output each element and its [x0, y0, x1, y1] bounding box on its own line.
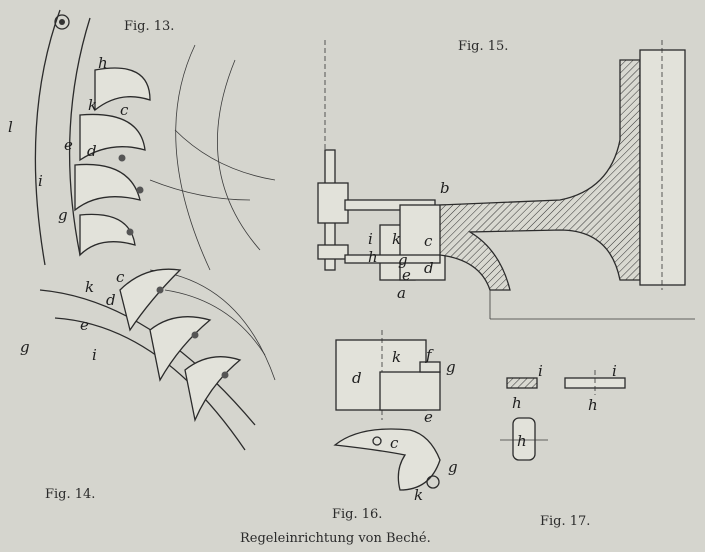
label: g	[20, 338, 30, 356]
label: a	[397, 284, 406, 302]
label: g	[398, 251, 408, 269]
fig-15-title: Fig. 15.	[458, 39, 508, 54]
fig-17-title: Fig. 17.	[540, 514, 590, 529]
figure-13: Fig. 13. h k c l e d i g	[8, 9, 276, 271]
label: d	[352, 369, 362, 387]
fig-13-title: Fig. 13.	[124, 19, 174, 34]
label: d	[87, 142, 97, 160]
label: d	[106, 291, 116, 309]
label: e	[424, 408, 433, 426]
label: c	[390, 434, 399, 452]
label: g	[448, 458, 458, 476]
figure-15: Fig. 15. b i k c h g e d a	[317, 39, 695, 320]
label: h	[588, 396, 598, 414]
figure-16: Fig. 16. k f g d e c g k	[332, 330, 458, 522]
label: c	[116, 268, 125, 286]
label: f	[425, 346, 434, 364]
label: k	[392, 348, 401, 366]
label: k	[85, 278, 94, 296]
caption: Regeleinrichtung von Beché.	[240, 531, 431, 546]
label: i	[368, 230, 373, 248]
label: i	[38, 172, 43, 190]
label: k	[88, 96, 97, 114]
label: e	[402, 266, 411, 284]
label: g	[58, 206, 68, 224]
label: i	[538, 362, 543, 380]
label: h	[98, 54, 108, 72]
figure-14: Fig. 14. k c d e g i	[20, 268, 276, 502]
label: g	[446, 358, 456, 376]
label: e	[80, 316, 89, 334]
label: b	[440, 179, 450, 197]
label: l	[8, 118, 13, 136]
label: k	[414, 486, 423, 504]
label: c	[120, 101, 129, 119]
label: e	[64, 136, 73, 154]
figure-17: Fig. 17. i i h h h	[500, 362, 626, 529]
label: h	[368, 248, 378, 266]
label: c	[424, 232, 433, 250]
fig-14-title: Fig. 14.	[45, 487, 95, 502]
fig-16-title: Fig. 16.	[332, 507, 382, 522]
label: d	[424, 259, 434, 277]
label: h	[512, 394, 522, 412]
label: i	[92, 346, 97, 364]
label: i	[612, 362, 617, 380]
label: k	[392, 230, 401, 248]
label: h	[517, 432, 527, 450]
